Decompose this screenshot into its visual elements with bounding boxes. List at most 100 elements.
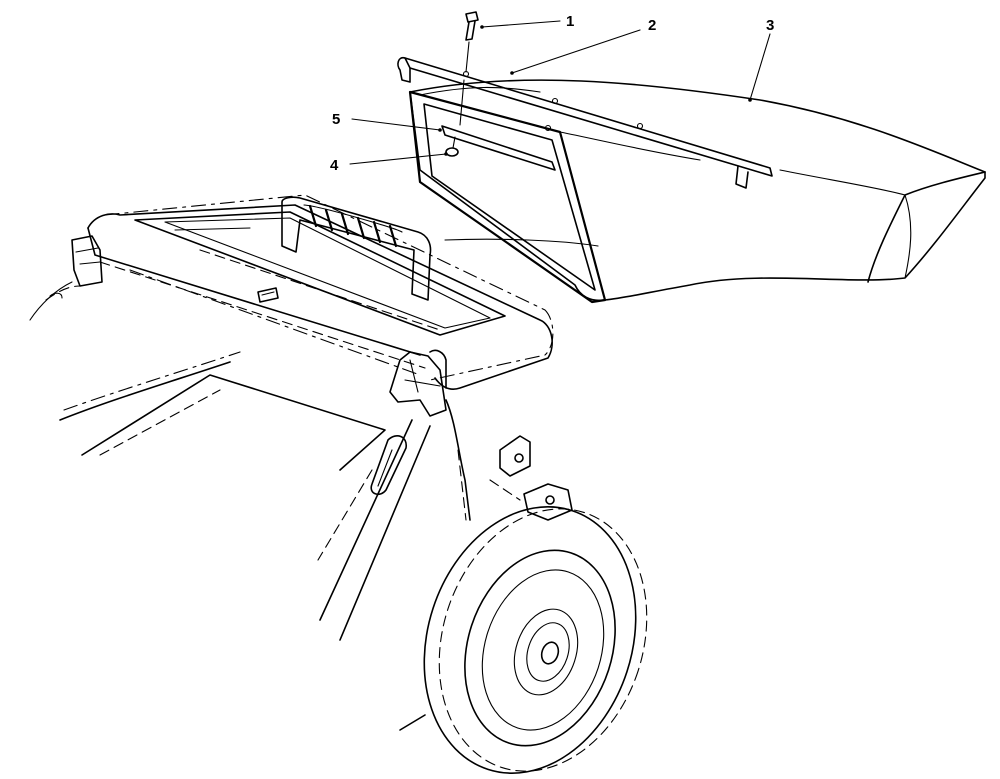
handle-slot xyxy=(370,435,407,496)
grip-rib xyxy=(324,208,334,232)
right-hinge-knuckle xyxy=(429,349,447,389)
door-latch-detail xyxy=(261,291,275,296)
bolt xyxy=(465,11,479,73)
right-hinge-detail xyxy=(404,359,441,393)
callout-2-label: 2 xyxy=(648,17,656,34)
wheel-tire-back-dashed xyxy=(438,508,648,772)
housing-top-dashed xyxy=(63,351,241,411)
left-hinge-body xyxy=(71,235,103,287)
bag-outline xyxy=(409,79,986,302)
handle-tube-left xyxy=(319,419,413,621)
door-outline-dashed xyxy=(104,194,554,381)
grip-rib xyxy=(388,224,398,248)
callout-4-leader xyxy=(349,153,447,165)
callout-1-dot xyxy=(480,25,484,29)
strap-axis-line xyxy=(459,79,465,126)
door-front-face xyxy=(87,227,421,356)
wheel-rim-outer xyxy=(464,549,616,747)
callouts: 1 2 3 4 5 xyxy=(330,13,774,174)
handle-frame xyxy=(281,196,432,301)
door-lower-dashed xyxy=(99,261,426,369)
grip-rib xyxy=(356,216,366,240)
door-center-dashed xyxy=(199,249,441,331)
right-hinge xyxy=(389,349,447,417)
frame-hole xyxy=(544,124,552,132)
housing-inner-dashed xyxy=(99,389,221,456)
bag-front-frame xyxy=(408,90,607,304)
left-housing-edge xyxy=(29,281,73,321)
housing-inner-frame xyxy=(81,374,386,471)
housing-top-edge xyxy=(59,361,231,421)
rail-hole xyxy=(636,122,644,130)
rail-left-hook xyxy=(397,56,411,83)
housing-right-edge xyxy=(445,399,471,521)
grip-top-line xyxy=(303,204,403,233)
callout-5: 5 xyxy=(332,111,442,132)
bag-mouth-inner xyxy=(904,194,912,279)
door-recess-lip xyxy=(174,227,251,231)
bolt-shank xyxy=(465,20,476,41)
rail-bar xyxy=(404,57,773,177)
callout-1: 1 xyxy=(480,13,574,30)
mower-housing xyxy=(59,351,471,641)
rail-hole xyxy=(551,97,559,105)
wheel-shadow-line xyxy=(399,714,426,731)
housing-right-dashed xyxy=(457,449,467,521)
left-housing-dashed xyxy=(45,285,81,301)
callout-4-label: 4 xyxy=(330,157,339,174)
left-hinge-detail xyxy=(75,247,101,265)
callout-3-dot xyxy=(748,98,752,102)
callout-4: 4 xyxy=(330,152,448,174)
wheel-rim-ring xyxy=(481,569,605,731)
retainer-strap xyxy=(441,79,556,171)
callout-3-label: 3 xyxy=(766,17,774,34)
callout-3: 3 xyxy=(748,17,774,102)
grass-bag xyxy=(408,79,986,304)
grip-rib xyxy=(340,212,350,236)
wheel-hub-mid xyxy=(526,622,570,682)
bag-mouth xyxy=(867,171,986,283)
door-bottom-dashed xyxy=(129,269,421,376)
left-housing-curl xyxy=(49,292,63,299)
handle-slot-inner xyxy=(377,449,393,487)
bolt-axis-line xyxy=(465,41,470,73)
callout-5-label: 5 xyxy=(332,111,340,128)
nut-body xyxy=(445,147,459,157)
left-hinge xyxy=(29,235,103,321)
door-recess-outer xyxy=(134,211,506,336)
grip-rib xyxy=(308,204,318,228)
callout-2-dot xyxy=(510,71,514,75)
rail-right-hook xyxy=(735,165,749,189)
strap-body xyxy=(441,125,556,171)
callout-2-leader xyxy=(511,29,641,74)
bolt-head xyxy=(465,11,479,23)
callout-1-label: 1 xyxy=(566,13,574,30)
nut-axis-line xyxy=(452,136,456,149)
callout-5-dot xyxy=(438,128,442,132)
wheel-tire-outer xyxy=(423,506,637,774)
door-latch xyxy=(257,287,279,303)
bag-inner-floor xyxy=(444,238,599,247)
bag-front-frame-inner xyxy=(423,103,596,291)
carry-handle xyxy=(281,196,432,301)
callout-3-leader xyxy=(749,33,771,101)
lower-axle-hole xyxy=(545,495,555,505)
upper-axle-hole xyxy=(514,453,524,463)
rear-door-assembly xyxy=(87,194,554,390)
callout-1-leader xyxy=(481,20,561,28)
wheel-hub-center xyxy=(540,641,560,665)
bracket-dashed xyxy=(489,479,521,501)
upper-axle-bracket xyxy=(499,435,531,477)
rear-wheel xyxy=(399,506,648,774)
callout-5-leader xyxy=(351,118,441,131)
bag-side-seam-2 xyxy=(779,169,906,196)
wheel-hub-outer xyxy=(513,608,579,696)
callout-4-dot xyxy=(444,152,448,156)
callout-2: 2 xyxy=(510,17,656,75)
right-hinge-body xyxy=(389,351,447,417)
grip-rib xyxy=(372,220,382,244)
handle-tube-right xyxy=(339,425,431,641)
nut xyxy=(445,136,459,157)
